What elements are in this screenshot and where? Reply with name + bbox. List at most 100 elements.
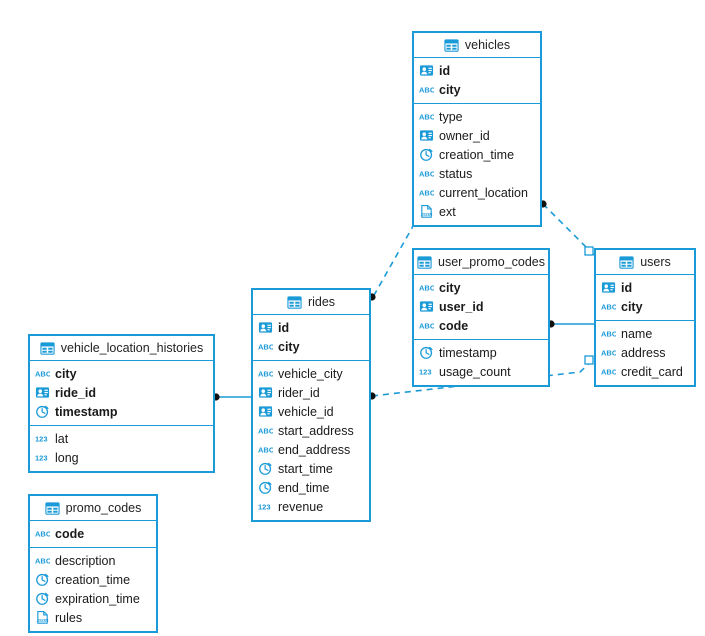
field-label: city	[439, 82, 461, 97]
number-icon: 123	[258, 499, 273, 514]
svg-text:ABC: ABC	[601, 367, 616, 376]
json-icon: JSON	[35, 610, 50, 625]
svg-text:ABC: ABC	[419, 283, 434, 292]
field-row-id[interactable]: id	[253, 318, 369, 337]
entity-title: users	[640, 255, 671, 269]
svg-text:ABC: ABC	[35, 529, 50, 538]
id-card-icon	[35, 385, 50, 400]
abc-icon: ABC	[419, 82, 434, 97]
field-row-id[interactable]: id	[596, 278, 694, 297]
field-row-expiration_time[interactable]: expiration_time	[30, 589, 156, 608]
field-row-creation_time[interactable]: creation_time	[30, 570, 156, 589]
field-label: address	[621, 345, 666, 360]
field-label: current_location	[439, 185, 528, 200]
field-row-id[interactable]: id	[414, 61, 540, 80]
svg-text:ABC: ABC	[258, 369, 273, 378]
clock-icon	[35, 404, 50, 419]
field-row-revenue[interactable]: 123 revenue	[253, 497, 369, 516]
abc-icon: ABC	[601, 364, 616, 379]
svg-text:123: 123	[35, 434, 48, 443]
abc-icon: ABC	[258, 442, 273, 457]
entity-title: rides	[307, 295, 336, 309]
field-row-city[interactable]: ABC city	[414, 80, 540, 99]
table-icon	[444, 38, 459, 53]
abc-icon: ABC	[419, 318, 434, 333]
abc-icon: ABC	[419, 166, 434, 181]
relationship-rides-users-to-one-marker	[584, 355, 594, 365]
field-row-end_time[interactable]: end_time	[253, 478, 369, 497]
entity-header-promo_codes[interactable]: promo_codes	[30, 496, 156, 521]
field-row-name[interactable]: ABC name	[596, 324, 694, 343]
table-icon	[287, 295, 302, 310]
field-label: creation_time	[439, 147, 515, 162]
entity-header-vehicles[interactable]: vehicles	[414, 33, 540, 58]
field-row-timestamp[interactable]: timestamp	[30, 402, 213, 421]
entity-header-users[interactable]: users	[596, 250, 694, 275]
abc-icon: ABC	[601, 326, 616, 341]
svg-text:ABC: ABC	[35, 369, 50, 378]
number-icon: 123	[35, 431, 50, 446]
field-row-lat[interactable]: 123 lat	[30, 429, 213, 448]
field-row-vehicle_id[interactable]: vehicle_id	[253, 402, 369, 421]
field-label: user_id	[439, 299, 484, 314]
field-row-timestamp[interactable]: timestamp	[414, 343, 548, 362]
field-label: id	[278, 320, 290, 335]
entity-header-user_promo_codes[interactable]: user_promo_codes	[414, 250, 548, 275]
clock-icon	[35, 572, 50, 587]
abc-icon: ABC	[258, 366, 273, 381]
field-row-rider_id[interactable]: rider_id	[253, 383, 369, 402]
id-card-icon	[258, 320, 273, 335]
field-row-ride_id[interactable]: ride_id	[30, 383, 213, 402]
field-label: lat	[55, 431, 69, 446]
field-label: name	[621, 326, 653, 341]
field-label: description	[55, 553, 116, 568]
field-row-user_id[interactable]: user_id	[414, 297, 548, 316]
field-label: usage_count	[439, 364, 511, 379]
field-row-creation_time[interactable]: creation_time	[414, 145, 540, 164]
id-card-icon	[419, 63, 434, 78]
field-row-owner_id[interactable]: owner_id	[414, 126, 540, 145]
id-card-icon	[419, 299, 434, 314]
svg-text:ABC: ABC	[601, 329, 616, 338]
entity-header-rides[interactable]: rides	[253, 290, 369, 315]
relationship-vehicles-users[interactable]	[542, 203, 596, 257]
abc-icon: ABC	[419, 280, 434, 295]
svg-text:ABC: ABC	[601, 348, 616, 357]
field-label: ext	[439, 204, 456, 219]
field-row-start_time[interactable]: start_time	[253, 459, 369, 478]
entity-header-vehicle_location_histories[interactable]: vehicle_location_histories	[30, 336, 213, 361]
entity-title: vehicles	[464, 38, 511, 52]
field-label: revenue	[278, 499, 324, 514]
field-row-address[interactable]: ABC address	[596, 343, 694, 362]
